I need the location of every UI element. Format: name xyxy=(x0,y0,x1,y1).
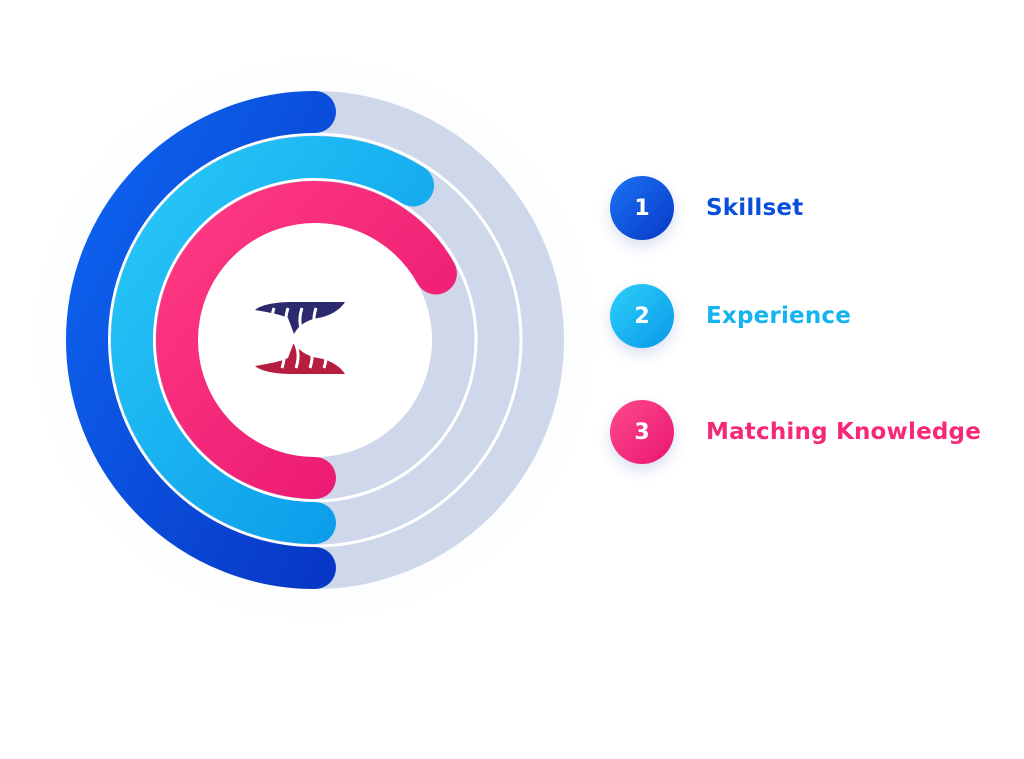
legend-rank: 2 xyxy=(634,303,650,329)
chart-legend: 1 Skillset 2 Experience 3 Matching Knowl… xyxy=(610,0,1024,759)
chart-bars xyxy=(66,91,457,589)
legend-label: Skillset xyxy=(706,195,804,221)
legend-item-matching-knowledge: 3 Matching Knowledge xyxy=(610,400,981,464)
bar-experience xyxy=(111,136,435,544)
bar-matching-knowledge xyxy=(156,181,457,499)
track-separator xyxy=(152,177,478,503)
legend-item-skillset: 1 Skillset xyxy=(610,176,803,240)
track-separator xyxy=(107,132,523,548)
legend-rank: 3 xyxy=(634,419,650,445)
logo-stripe xyxy=(276,337,286,369)
logo-stripe xyxy=(290,337,300,369)
legend-badge: 2 xyxy=(610,284,674,348)
logo-stripe xyxy=(298,307,308,339)
bar-skillset xyxy=(66,91,336,589)
legend-label: Matching Knowledge xyxy=(706,419,981,445)
legend-badge: 1 xyxy=(610,176,674,240)
logo-stripe xyxy=(304,337,314,369)
logo-stripe xyxy=(312,307,322,339)
center-logo-icon xyxy=(255,302,345,374)
logo-stripe xyxy=(284,307,294,339)
logo-stripe xyxy=(270,307,280,339)
legend-item-experience: 2 Experience xyxy=(610,284,851,348)
legend-label: Experience xyxy=(706,303,852,329)
logo-stripe xyxy=(318,337,328,369)
legend-rank: 1 xyxy=(634,195,650,221)
legend-badge: 3 xyxy=(610,400,674,464)
chart-center xyxy=(198,223,432,457)
